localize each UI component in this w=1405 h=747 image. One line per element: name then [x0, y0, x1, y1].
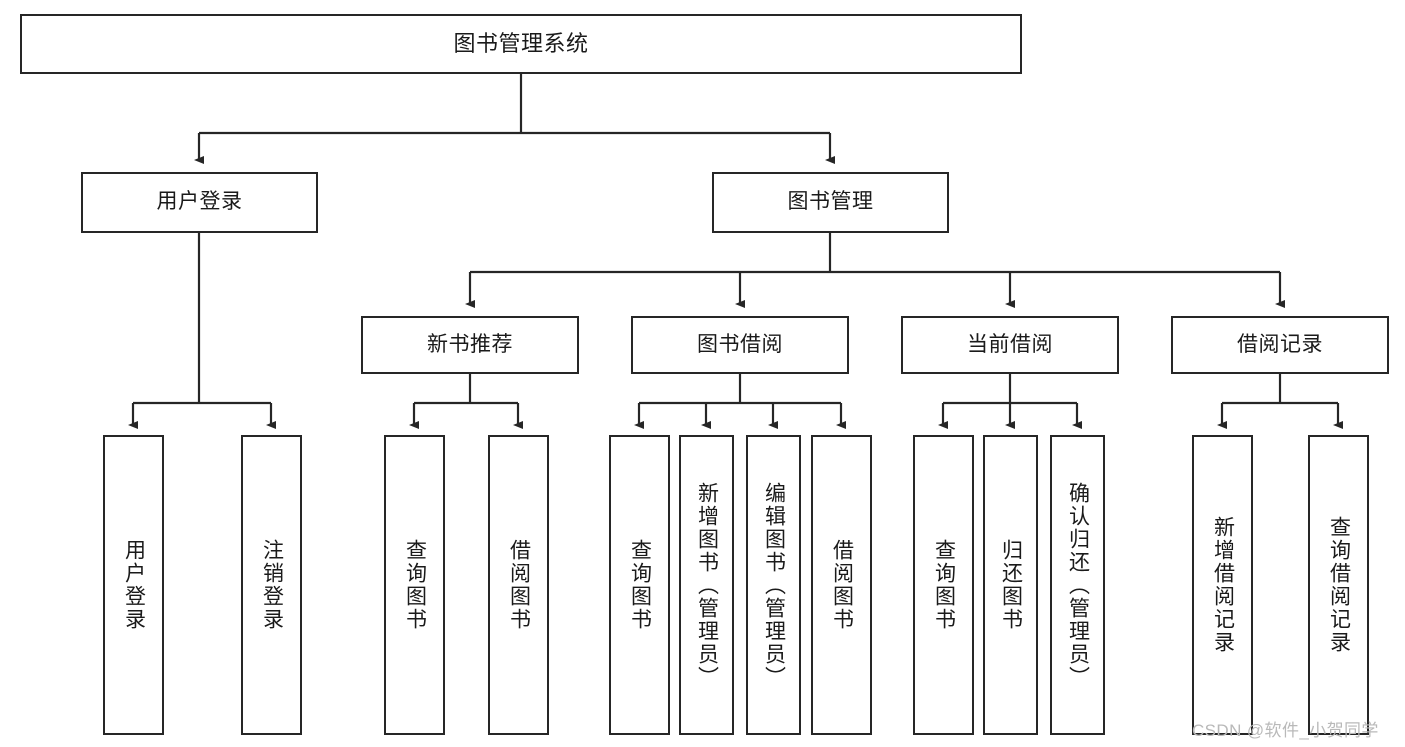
- node-leaf-user-login[interactable]: 用户登录: [103, 435, 164, 735]
- node-leaf-borrow-book-2-label: 借阅图书: [830, 539, 854, 631]
- node-leaf-query-record-label: 查询借阅记录: [1327, 516, 1351, 654]
- node-leaf-query-record[interactable]: 查询借阅记录: [1308, 435, 1369, 735]
- node-book-borrow[interactable]: 图书借阅: [631, 316, 849, 374]
- node-leaf-add-record-label: 新增借阅记录: [1211, 516, 1235, 654]
- node-book-borrow-label: 图书借阅: [697, 332, 783, 356]
- node-leaf-add-record[interactable]: 新增借阅记录: [1192, 435, 1253, 735]
- node-book-management-label: 图书管理: [787, 190, 874, 214]
- node-leaf-add-book-label: 新增图书（管理员）: [695, 481, 719, 689]
- node-leaf-logout-login[interactable]: 注销登录: [241, 435, 302, 735]
- node-leaf-add-book[interactable]: 新增图书（管理员）: [679, 435, 734, 735]
- node-leaf-borrow-book-1[interactable]: 借阅图书: [488, 435, 549, 735]
- node-leaf-borrow-book-2[interactable]: 借阅图书: [811, 435, 872, 735]
- node-book-management[interactable]: 图书管理: [712, 172, 949, 233]
- node-leaf-borrow-book-1-label: 借阅图书: [507, 539, 531, 631]
- node-leaf-logout-login-label: 注销登录: [260, 539, 284, 631]
- node-leaf-user-login-label: 用户登录: [122, 539, 146, 631]
- node-leaf-return-book[interactable]: 归还图书: [983, 435, 1038, 735]
- node-leaf-query-book-3-label: 查询图书: [932, 539, 956, 631]
- watermark-text: CSDN @软件_小贺同学: [1192, 721, 1379, 740]
- node-leaf-return-book-label: 归还图书: [999, 539, 1023, 631]
- node-leaf-query-book-2-label: 查询图书: [628, 539, 652, 631]
- node-user-login-label: 用户登录: [156, 190, 243, 214]
- node-current-borrow-label: 当前借阅: [967, 332, 1053, 356]
- node-leaf-query-book-1[interactable]: 查询图书: [384, 435, 445, 735]
- node-leaf-confirm-return-label: 确认归还（管理员）: [1066, 481, 1090, 689]
- node-user-login[interactable]: 用户登录: [81, 172, 318, 233]
- node-leaf-query-book-2[interactable]: 查询图书: [609, 435, 670, 735]
- node-leaf-confirm-return[interactable]: 确认归还（管理员）: [1050, 435, 1105, 735]
- node-new-book-recommend-label: 新书推荐: [427, 332, 513, 356]
- node-borrow-record-label: 借阅记录: [1237, 332, 1323, 356]
- node-leaf-edit-book-label: 编辑图书（管理员）: [762, 481, 786, 689]
- node-leaf-query-book-3[interactable]: 查询图书: [913, 435, 974, 735]
- node-borrow-record[interactable]: 借阅记录: [1171, 316, 1389, 374]
- node-current-borrow[interactable]: 当前借阅: [901, 316, 1119, 374]
- node-leaf-edit-book[interactable]: 编辑图书（管理员）: [746, 435, 801, 735]
- node-new-book-recommend[interactable]: 新书推荐: [361, 316, 579, 374]
- node-root-label: 图书管理系统: [453, 31, 589, 57]
- node-root[interactable]: 图书管理系统: [20, 14, 1022, 74]
- node-leaf-query-book-1-label: 查询图书: [403, 539, 427, 631]
